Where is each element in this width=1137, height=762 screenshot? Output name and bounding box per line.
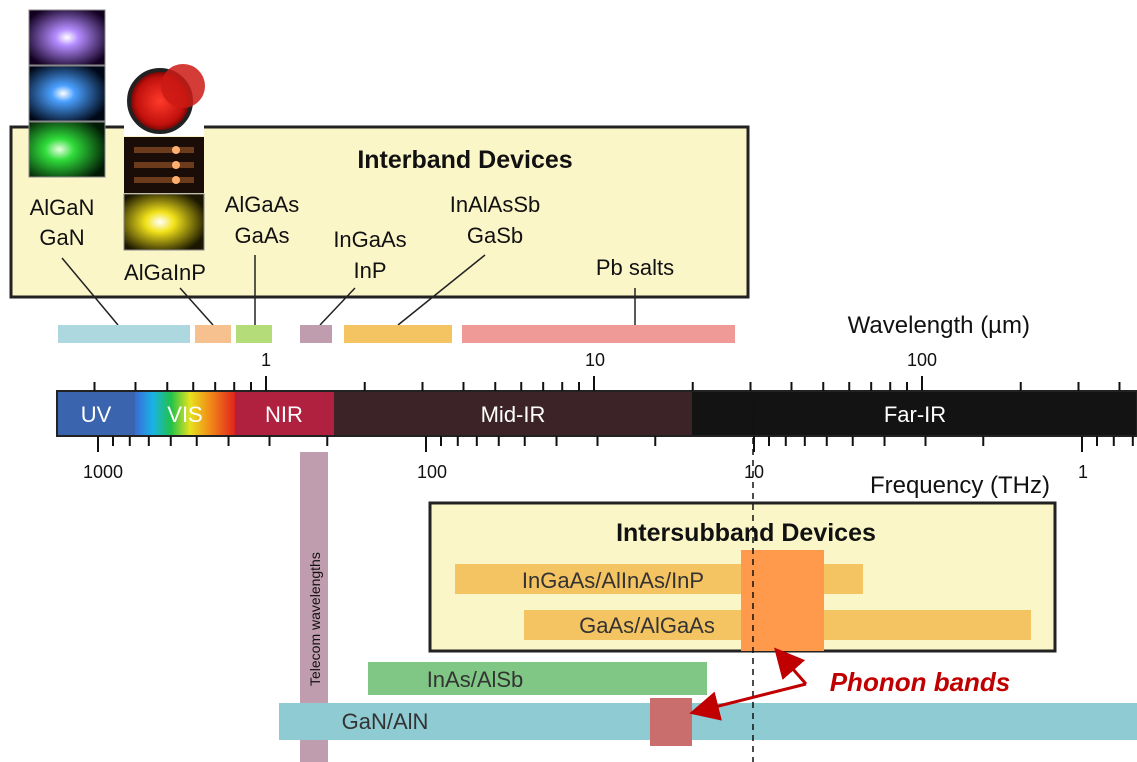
band-far-ir (692, 391, 1137, 436)
phonon-arrows (689, 647, 808, 721)
frequency-axis-title: Frequency (THz) (870, 472, 1050, 499)
intersubband-title: Intersubband Devices (616, 519, 876, 547)
label-algaas: AlGaAs (225, 192, 300, 217)
led-photo-stack-left (28, 9, 106, 178)
band-label-vis: VIS (167, 402, 202, 427)
label-gaas-algaas: GaAs/AlGaAs (579, 613, 715, 638)
phonon-block-gan (650, 698, 692, 746)
wavelength-tick-100: 100 (907, 350, 937, 370)
label-gan: GaN (39, 225, 84, 250)
bar-algainp (195, 325, 231, 343)
phonon-bands-label: Phonon bands (830, 667, 1011, 697)
bar-inas-alsb (368, 662, 707, 695)
frequency-tick-100: 100 (417, 462, 447, 482)
band-vis (135, 391, 235, 436)
frequency-tick-1: 1 (1078, 462, 1088, 482)
label-gan-aln: GaN/AlN (342, 709, 429, 734)
wavelength-tick-10: 10 (585, 350, 605, 370)
telecom-label: Telecom wavelengths (307, 552, 323, 686)
label-algan: AlGaN (30, 195, 95, 220)
bar-algan-gan (58, 325, 190, 343)
band-mid-ir (334, 391, 692, 436)
bar-algaas-gaas (236, 325, 272, 343)
wavelength-ticks (93, 376, 1121, 391)
bar-pb-salts (462, 325, 735, 343)
frequency-ticks (97, 436, 1134, 452)
label-ingaas: InGaAs (333, 227, 406, 252)
bar-inalassb-gasb (344, 325, 452, 343)
label-inp: InP (353, 258, 386, 283)
led-photo-stack-right (123, 64, 205, 251)
label-pb-salts: Pb salts (596, 255, 674, 280)
label-ingaas-alinas-inp: InGaAs/AlInAs/InP (522, 568, 704, 593)
label-inas-alsb: InAs/AlSb (427, 667, 524, 692)
band-label-far-ir: Far-IR (884, 402, 946, 427)
label-algainp: AlGaInP (124, 260, 206, 285)
label-gaas: GaAs (234, 223, 289, 248)
frequency-tick-10: 10 (744, 462, 764, 482)
wavelength-tick-1: 1 (261, 350, 271, 370)
bar-ingaas-inp (300, 325, 332, 343)
phonon-block-gaas (741, 550, 824, 651)
interband-title: Interband Devices (357, 146, 572, 174)
leader-lines (61, 254, 636, 326)
band-label-uv: UV (81, 402, 112, 427)
spectrum-bar: UV VIS NIR Mid-IR Far-IR (56, 390, 1137, 437)
band-label-mid-ir: Mid-IR (481, 402, 546, 427)
frequency-tick-1000: 1000 (83, 462, 123, 482)
band-label-nir: NIR (265, 402, 303, 427)
label-gasb: GaSb (467, 223, 523, 248)
band-uv (57, 391, 135, 436)
wavelength-axis-title: Wavelength (µm) (848, 312, 1030, 339)
label-inalassb: InAlAsSb (450, 192, 541, 217)
band-nir (235, 391, 334, 436)
